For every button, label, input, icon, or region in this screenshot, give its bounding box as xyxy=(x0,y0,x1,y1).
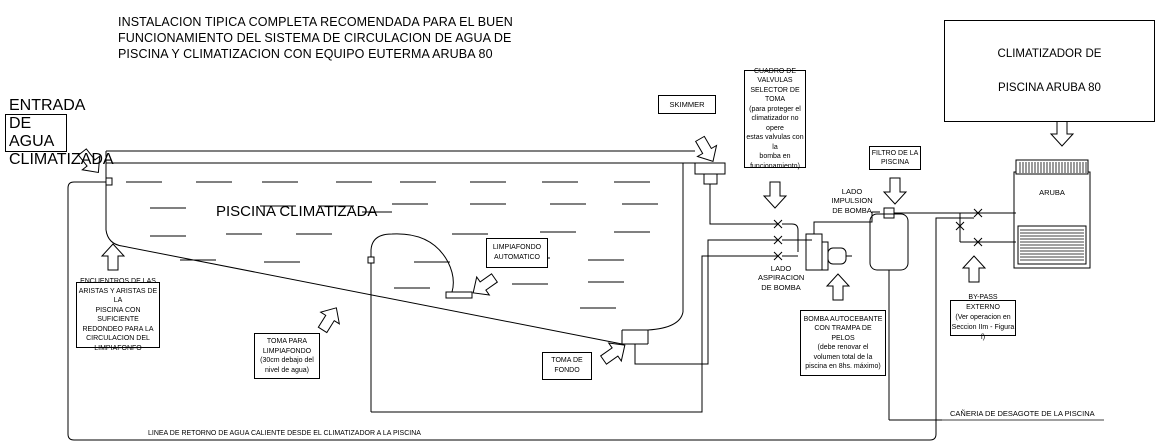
climatizador-box: CLIMATIZADOR DE PISCINA ARUBA 80 xyxy=(944,20,1155,122)
label-text: LADO xyxy=(841,187,863,196)
label-skimmer: SKIMMER xyxy=(658,95,716,114)
label-text: TOMA PARA xyxy=(266,338,308,345)
label-text: CIRCULACION DEL xyxy=(86,335,150,342)
water-lines xyxy=(126,181,658,309)
label-text: LADO xyxy=(770,264,792,273)
label-text: CAÑERIA DE DESAGOTE DE LA PISCINA xyxy=(950,409,1095,418)
skimmer-pipe xyxy=(709,196,778,225)
aruba-heater xyxy=(1013,159,1091,269)
filter-tank xyxy=(869,207,1104,421)
label-text: ARISTAS Y ARISTAS DE LA xyxy=(78,287,158,305)
label-text: LIMPIAFONDO xyxy=(492,244,542,251)
pool-outline xyxy=(105,150,695,345)
label-text: ENCUENTROS DE LAS xyxy=(80,278,156,285)
label-text: VALVULAS xyxy=(757,77,793,85)
label-text: DE BOMBA xyxy=(832,205,872,215)
label-text: LIMPIAFONDO xyxy=(262,347,312,355)
label-entrada: ENTRADA DE AGUA CLIMATIZADA xyxy=(5,97,114,168)
label-text: estas valvulas con la xyxy=(746,134,804,151)
label-text: (para proteger el xyxy=(749,105,801,113)
label-text: FILTRO DE LA xyxy=(871,150,919,157)
skimmer-fitting xyxy=(694,162,726,196)
label-text: AGUA xyxy=(9,133,55,150)
label-text: (Ver operacion en xyxy=(955,314,1011,321)
label-filtro: FILTRO DE LA PISCINA xyxy=(869,146,921,170)
heater-fins xyxy=(1019,162,1087,261)
label-text: ENTRADA DE xyxy=(9,97,85,132)
label-text: TOMA DE xyxy=(551,357,583,364)
label-text: PISCINA xyxy=(880,159,909,166)
label-text: SKIMMER xyxy=(669,100,705,109)
label-text: funcionamiento) xyxy=(750,162,800,170)
label-text: TOMA xyxy=(764,96,786,104)
label-text: SELECTOR DE xyxy=(750,86,800,94)
pointer-arrows xyxy=(73,119,1074,370)
label-text: CLIMATIZADA xyxy=(9,151,114,168)
label-text: volumen total de la xyxy=(813,353,873,361)
label-toma-limpiafondo: TOMA PARA LIMPIAFONDO (30cm debajo del n… xyxy=(254,333,320,379)
label-text: climatizador no opere xyxy=(751,115,799,132)
pump xyxy=(805,211,880,271)
title-line: PISCINA Y CLIMATIZACION CON EQUIPO EUTER… xyxy=(118,47,493,61)
label-bypass: BY-PASS EXTERNO (Ver operacion en Seccio… xyxy=(950,294,1016,341)
label-bomba: BOMBA AUTOCEBANTE CON TRAMPA DE PELOS (d… xyxy=(800,310,886,376)
label-text: (debe renovar el xyxy=(817,344,869,351)
label-desagote: CAÑERIA DE DESAGOTE DE LA PISCINA xyxy=(950,409,1095,418)
title-line: FUNCIONAMIENTO DEL SISTEMA DE CIRCULACIO… xyxy=(118,31,512,45)
limpiafondo-hose xyxy=(367,233,778,413)
pool-label: PISCINA CLIMATIZADA xyxy=(216,203,378,220)
title-line: INSTALACION TIPICA COMPLETA RECOMENDADA … xyxy=(118,15,513,29)
label-text: BY-PASS EXTERNO xyxy=(966,294,1000,311)
label-text: CUADRO DE xyxy=(753,67,796,75)
diagram-title: INSTALACION TIPICA COMPLETA RECOMENDADA … xyxy=(118,14,513,62)
climatizador-line: PISCINA ARUBA 80 xyxy=(998,82,1101,94)
valve-manifold xyxy=(773,219,812,261)
label-text: bomba en xyxy=(759,153,791,161)
label-cuadro-valvulas: CUADRO DE VALVULAS SELECTOR DE TOMA (par… xyxy=(744,67,806,170)
label-limpiafondo: LIMPIAFONDO AUTOMATICO xyxy=(486,238,548,268)
label-text: PISCINA CON SUFICIENTE xyxy=(95,306,141,324)
label-text: LINEA DE RETORNO DE AGUA CALIENTE DESDE … xyxy=(148,430,421,437)
label-retorno: LINEA DE RETORNO DE AGUA CALIENTE DESDE … xyxy=(148,430,421,439)
label-text: (30cm debajo del xyxy=(260,357,314,364)
label-text: CON TRAMPA DE xyxy=(814,325,872,332)
label-text: FONDO xyxy=(554,367,580,374)
label-text: PELOS xyxy=(831,334,855,342)
label-text: REDONDEO PARA LA xyxy=(82,325,154,333)
label-text: ASPIRACION xyxy=(758,273,805,283)
heater-label: ARUBA xyxy=(1039,188,1065,197)
heater-pipes xyxy=(928,208,1016,247)
label-text: AUTOMATICO xyxy=(493,254,541,261)
label-toma-fondo: TOMA DE FONDO xyxy=(542,352,592,380)
label-aspiracion: LADO ASPIRACION DE BOMBA xyxy=(758,264,804,292)
label-text: nivel de agua) xyxy=(265,366,309,374)
fondo-pipe xyxy=(634,239,778,365)
label-text: piscina en 8hs. máximo) xyxy=(805,363,881,370)
label-text: DE BOMBA xyxy=(761,282,801,292)
label-text: Seccion IIm - Figura f) xyxy=(951,324,1015,341)
label-text: IMPULSION xyxy=(831,196,873,206)
climatizador-line: CLIMATIZADOR DE xyxy=(997,48,1102,60)
return-line xyxy=(67,177,974,441)
label-impulsion: LADO IMPULSION DE BOMBA xyxy=(830,187,874,215)
label-text: LIMPIAFONFO xyxy=(94,344,142,352)
label-text: BOMBA AUTOCEBANTE xyxy=(803,315,883,323)
label-encuentros: ENCUENTROS DE LAS ARISTAS Y ARISTAS DE L… xyxy=(76,278,160,352)
